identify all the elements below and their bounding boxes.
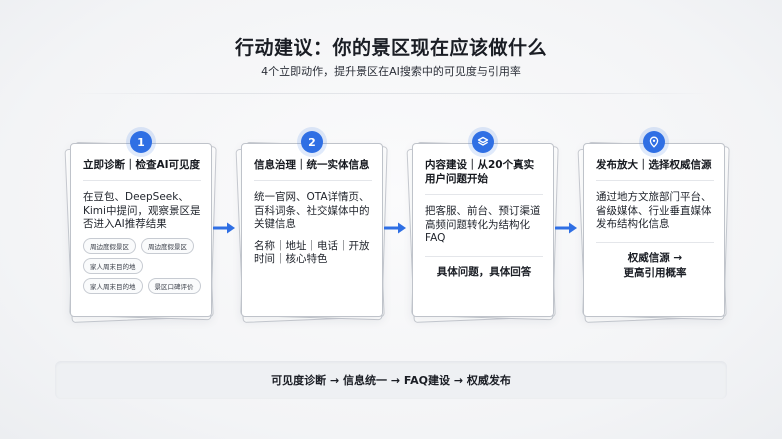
card-divider [83, 180, 201, 181]
step-card-front: 2 信息治理｜统一实体信息 统一官网、OTA详情页、百科词条、社交媒体中的关键信… [241, 131, 383, 317]
step-number-badge: 2 [301, 131, 323, 153]
step-description: 统一官网、OTA详情页、百科词条、社交媒体中的关键信息 [254, 191, 370, 230]
page-title: 行动建议：你的景区现在应该做什么 [234, 37, 547, 59]
step-title: 发布放大｜选择权威信源 [596, 159, 712, 171]
query-tag: 周边度假景区 [83, 237, 136, 254]
step-title: 内容建设｜从20个真实用户问题开始 [425, 159, 535, 185]
query-tag: 家人周末目的地 [83, 277, 143, 294]
step-description: 在豆包、DeepSeek、Kimi中提问，观察景区是否进入AI推荐结果 [83, 191, 201, 230]
step-highlight-line-1: 权威信源 → [627, 251, 683, 264]
card-divider [425, 255, 543, 257]
step-card-4: 发布放大｜选择权威信源 通过地方文旅部门平台、省级媒体、行业垂直媒体发布结构化信… [577, 131, 730, 323]
card-divider [596, 241, 714, 243]
step-description: 把客服、前台、预订渠道高频问题转化为结构化FAQ [425, 205, 541, 244]
layers-icon [472, 131, 494, 153]
step-number-badge: 1 [130, 131, 152, 153]
page-subtitle: 4个立即动作，提升景区在AI搜索中的可见度与引用率 [261, 65, 521, 78]
key-info-list: 名称｜地址｜电话｜开放时间｜核心特色 [254, 239, 370, 266]
query-tag: 周边度假景区 [141, 237, 194, 254]
card-divider [425, 194, 543, 195]
step-card-3: 内容建设｜从20个真实用户问题开始 把客服、前台、预订渠道高频问题转化为结构化F… [406, 131, 559, 323]
step-card-front: 发布放大｜选择权威信源 通过地方文旅部门平台、省级媒体、行业垂直媒体发布结构化信… [583, 131, 725, 317]
flow-arrow-2 [384, 222, 406, 234]
step-card-front: 内容建设｜从20个真实用户问题开始 把客服、前台、预订渠道高频问题转化为结构化F… [412, 131, 554, 317]
query-tag: 景区口碑评价 [147, 277, 201, 294]
location-pin-icon [643, 131, 665, 153]
step-card-1: 1 立即诊断｜检查AI可见度 在豆包、DeepSeek、Kimi中提问，观察景区… [64, 131, 217, 323]
step-card-2: 2 信息治理｜统一实体信息 统一官网、OTA详情页、百科词条、社交媒体中的关键信… [235, 131, 388, 323]
step-title: 信息治理｜统一实体信息 [254, 159, 370, 171]
step-card-front: 1 立即诊断｜检查AI可见度 在豆包、DeepSeek、Kimi中提问，观察景区… [70, 131, 212, 317]
step-title: 立即诊断｜检查AI可见度 [83, 159, 201, 171]
summary-bar: 可见度诊断 → 信息统一 → FAQ建设 → 权威发布 [55, 361, 727, 399]
query-tag-list: 周边度假景区 周边度假景区 家人周末目的地 家人周末目的地 景区口碑评价 [83, 237, 201, 294]
summary-text: 可见度诊断 → 信息统一 → FAQ建设 → 权威发布 [271, 374, 511, 387]
card-divider [254, 180, 372, 181]
flow-arrow-1 [213, 222, 235, 234]
query-tag: 家人周末目的地 [83, 257, 143, 274]
step-highlight-line-2: 更高引用概率 [623, 266, 687, 279]
step-highlight: 具体问题，具体回答 [436, 265, 532, 278]
header-divider [70, 93, 712, 94]
step-description: 通过地方文旅部门平台、省级媒体、行业垂直媒体发布结构化信息 [596, 191, 712, 230]
card-divider [596, 180, 714, 181]
flow-arrow-3 [555, 222, 577, 234]
